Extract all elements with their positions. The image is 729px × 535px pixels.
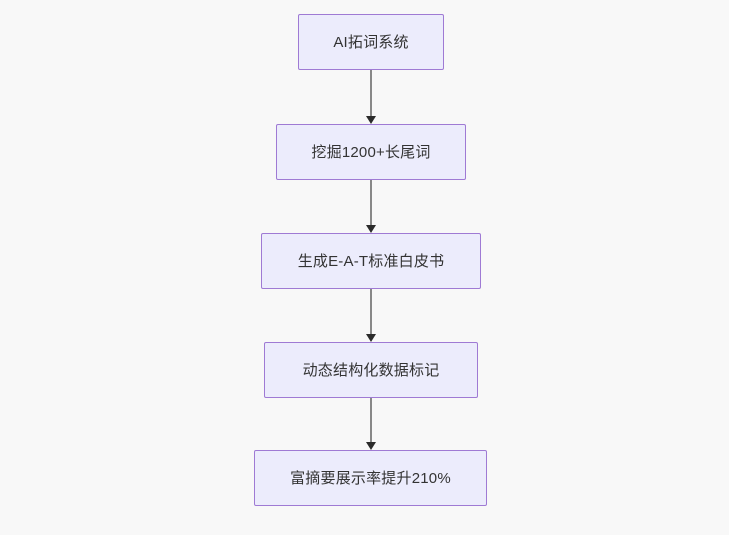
flow-node-label: 生成E-A-T标准白皮书 <box>297 252 445 270</box>
arrowhead-down-icon <box>366 442 376 450</box>
flow-node-label: AI拓词系统 <box>333 33 409 51</box>
arrowhead-down-icon <box>366 116 376 124</box>
edge-line <box>370 70 372 117</box>
flow-node-label: 挖掘1200+长尾词 <box>311 143 431 161</box>
flow-edge <box>366 289 376 342</box>
edge-line <box>370 398 372 443</box>
arrowhead-down-icon <box>366 334 376 342</box>
flow-node-dynamic-structured-data-markup[interactable]: 动态结构化数据标记 <box>264 342 478 398</box>
edge-line <box>370 180 372 226</box>
flow-node-label: 富摘要展示率提升210% <box>290 469 451 487</box>
flow-node-generate-eat-whitepaper[interactable]: 生成E-A-T标准白皮书 <box>261 233 481 289</box>
edge-line <box>370 289 372 335</box>
flow-node-label: 动态结构化数据标记 <box>302 361 440 379</box>
flow-node-rich-snippet-impression-lift[interactable]: 富摘要展示率提升210% <box>254 450 487 506</box>
flow-edge <box>366 398 376 450</box>
flow-edge <box>366 70 376 124</box>
arrowhead-down-icon <box>366 225 376 233</box>
flow-edge <box>366 180 376 233</box>
flow-node-ai-keyword-system[interactable]: AI拓词系统 <box>298 14 444 70</box>
flow-node-mine-longtail-keywords[interactable]: 挖掘1200+长尾词 <box>276 124 466 180</box>
